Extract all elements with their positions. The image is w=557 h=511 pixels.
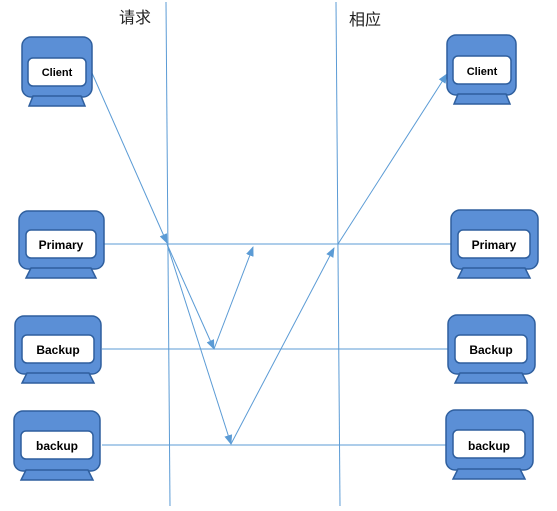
left-backup-computer: Backup [14, 315, 102, 384]
right-backup2-label: backup [468, 439, 510, 453]
computer-monitor-icon [14, 315, 102, 384]
right-primary-computer: Primary [450, 209, 539, 279]
computer-monitor-icon [450, 209, 539, 279]
client-response-arrow [337, 73, 448, 245]
right-backup-label: Backup [469, 343, 512, 357]
left-client-label: Client [42, 67, 73, 79]
client-request-arrow [91, 72, 168, 244]
response-phase-divider [335, 1, 341, 507]
right-client-computer: Client [446, 34, 517, 105]
computer-monitor-icon [18, 210, 105, 279]
right-primary-label: Primary [472, 238, 517, 252]
request-phase-divider [165, 1, 171, 507]
left-backup2-label: backup [36, 439, 78, 453]
primary-to-backup-arrow [166, 243, 215, 350]
response-phase-label: 相应 [349, 10, 381, 29]
primary-to-backup2-arrow [166, 243, 233, 445]
request-phase-label: 请求 [119, 8, 151, 27]
right-backup-computer: Backup [447, 314, 536, 384]
left-primary-computer: Primary [18, 210, 105, 279]
left-primary-label: Primary [39, 238, 84, 252]
left-backup2-computer: backup [13, 410, 101, 481]
computer-monitor-icon [13, 410, 101, 481]
left-backup-label: Backup [36, 343, 79, 357]
computer-monitor-icon [446, 34, 517, 105]
computer-monitor-icon [445, 409, 534, 480]
right-client-label: Client [467, 66, 498, 78]
computer-monitor-icon [21, 36, 93, 107]
left-client-computer: Client [21, 36, 93, 107]
computer-monitor-icon [447, 314, 536, 384]
backup2-ack-arrow [230, 247, 335, 445]
right-backup2-computer: backup [445, 409, 534, 480]
backup-ack-arrow [213, 246, 254, 350]
